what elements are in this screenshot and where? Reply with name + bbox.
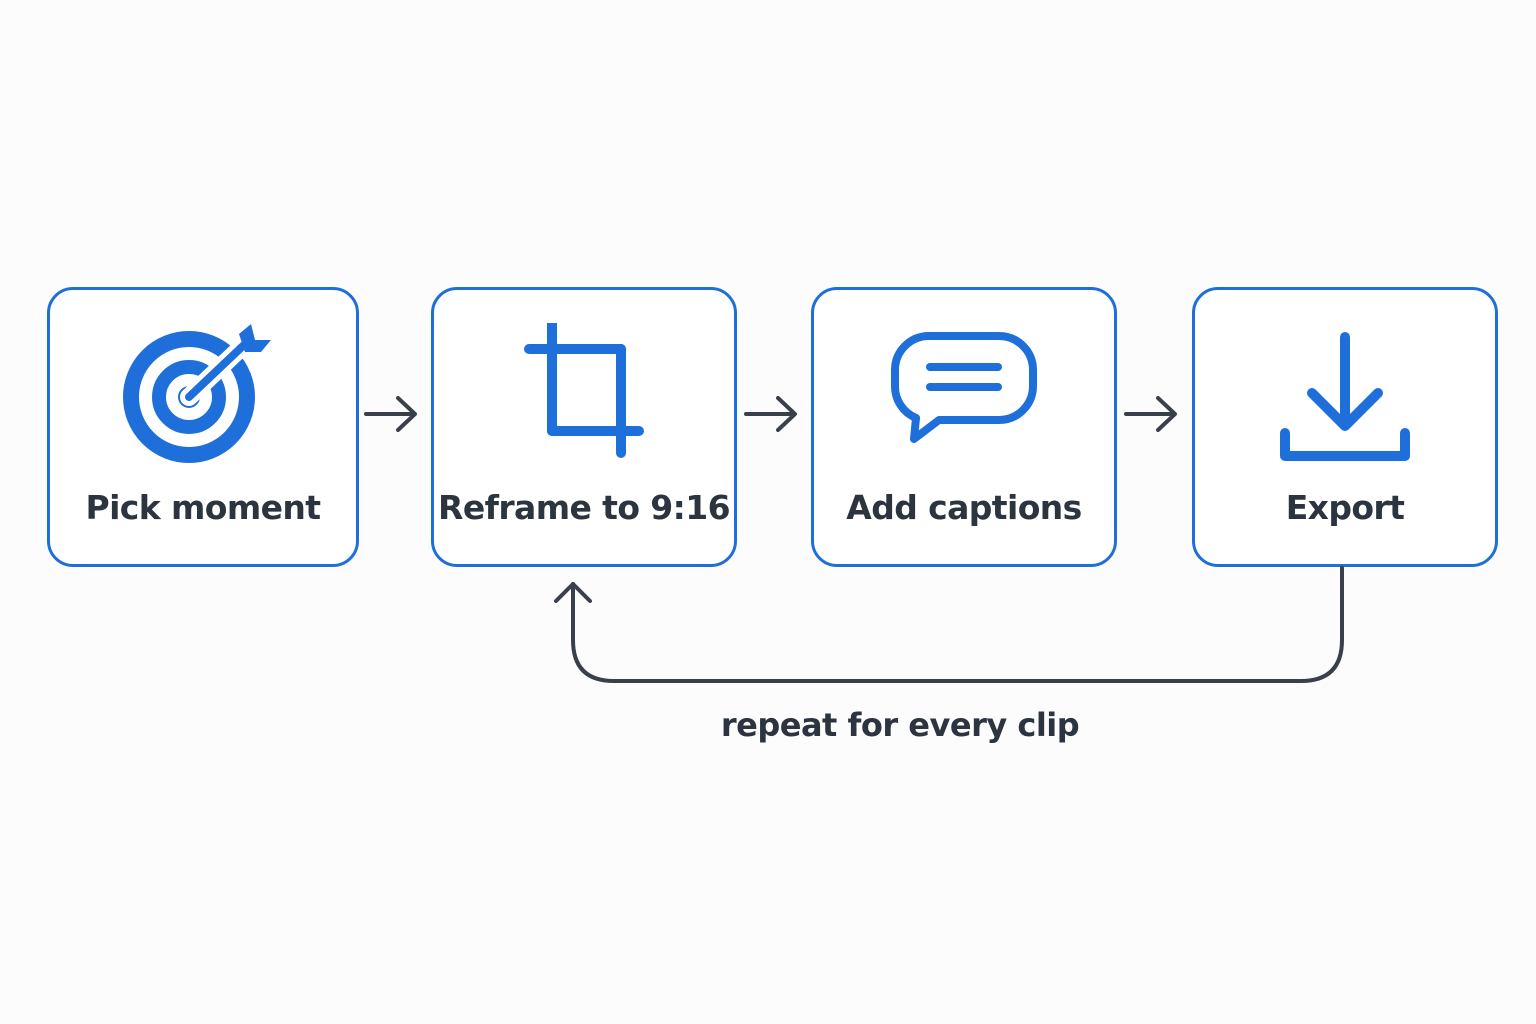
step-export: Export	[1192, 287, 1498, 567]
step-label: Reframe to 9:16	[438, 488, 731, 527]
arrow-right-icon	[742, 392, 802, 441]
arrow-right-icon	[1122, 392, 1182, 441]
arrow-up-icon	[554, 582, 592, 603]
step-label: Pick moment	[85, 488, 322, 527]
step-label: Add captions	[846, 488, 1082, 527]
download-icon	[1195, 318, 1495, 468]
target-icon	[50, 318, 356, 468]
crop-icon	[434, 318, 734, 468]
step-label: Export	[1285, 488, 1405, 527]
step-reframe: Reframe to 9:16	[431, 287, 737, 567]
speech-bubble-icon	[814, 318, 1114, 468]
arrow-right-icon	[362, 392, 422, 441]
step-pick-moment: Pick moment	[47, 287, 359, 567]
loop-label: repeat for every clip	[720, 706, 1080, 744]
step-add-captions: Add captions	[811, 287, 1117, 567]
